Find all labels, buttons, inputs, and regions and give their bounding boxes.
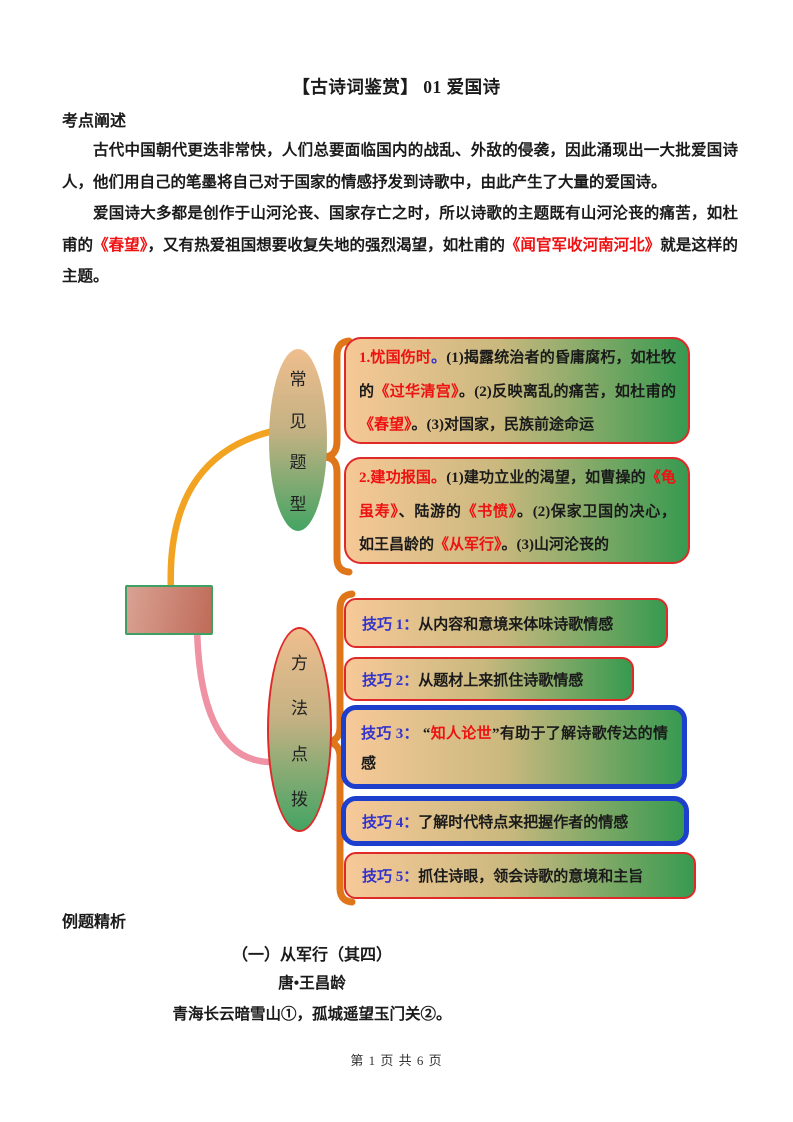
oval-char: 点 (291, 744, 308, 764)
intro-paragraphs: 古代中国朝代更迭非常快，人们总要面临国内的战乱、外敌的侵袭，因此涌现出一大批爱国… (62, 135, 738, 293)
tip-box-3: 技巧 3： “知人论世”有助于了解诗歌传达的情感 (341, 705, 687, 789)
oval-char: 型 (289, 494, 307, 514)
section-heading-kaodian: 考点阐述 (62, 113, 127, 130)
page-number-footer: 第 1 页 共 6 页 (350, 1053, 443, 1068)
oval-char: 见 (289, 411, 307, 431)
oval-char: 题 (289, 453, 307, 473)
tip-box-5: 技巧 5：抓住诗眼，领会诗歌的意境和主旨 (344, 852, 696, 899)
mindmap-root-node (125, 585, 213, 635)
oval-char: 拨 (291, 789, 308, 809)
question-type-box-1: 1.忧国伤时。(1)揭露统治者的昏庸腐朽，如杜牧的《过华清宫》。(2)反映离乱的… (344, 337, 690, 444)
oval-char: 常 (289, 370, 307, 390)
paragraph-2: 爱国诗大多都是创作于山河沦丧、国家存亡之时，所以诗歌的主题既有山河沦丧的痛苦，如… (62, 205, 738, 285)
section-heading-liti: 例题精析 (62, 914, 127, 931)
curve-pink (193, 624, 272, 766)
mindmap-branch-common-question-types: 常 见 题 型 (269, 349, 327, 531)
poem-line-1: 青海长云暗雪山①，孤城遥望玉门关②。 (172, 1006, 452, 1023)
mindmap-branch-method-tips: 方 法 点 拨 (267, 627, 332, 832)
question-type-box-2: 2.建功报国。(1)建功立业的渴望，如曹操的《龟虽寿》、陆游的《书愤》。(2)保… (344, 457, 690, 564)
poem-title: （一）从军行（其四） (231, 947, 392, 964)
tip-box-1: 技巧 1：从内容和意境来体味诗歌情感 (344, 598, 668, 648)
tip-box-4: 技巧 4：了解时代特点来把握作者的情感 (341, 796, 689, 846)
oval-char: 方 (291, 654, 308, 674)
page-title: 【古诗词鉴赏】 01 爱国诗 (292, 77, 501, 97)
poem-author: 唐•王昌龄 (278, 975, 346, 992)
tip-box-2: 技巧 2：从题材上来抓住诗歌情感 (344, 657, 634, 701)
oval-char: 法 (291, 699, 308, 719)
paragraph-1: 古代中国朝代更迭非常快，人们总要面临国内的战乱、外敌的侵袭，因此涌现出一大批爱国… (62, 142, 738, 191)
